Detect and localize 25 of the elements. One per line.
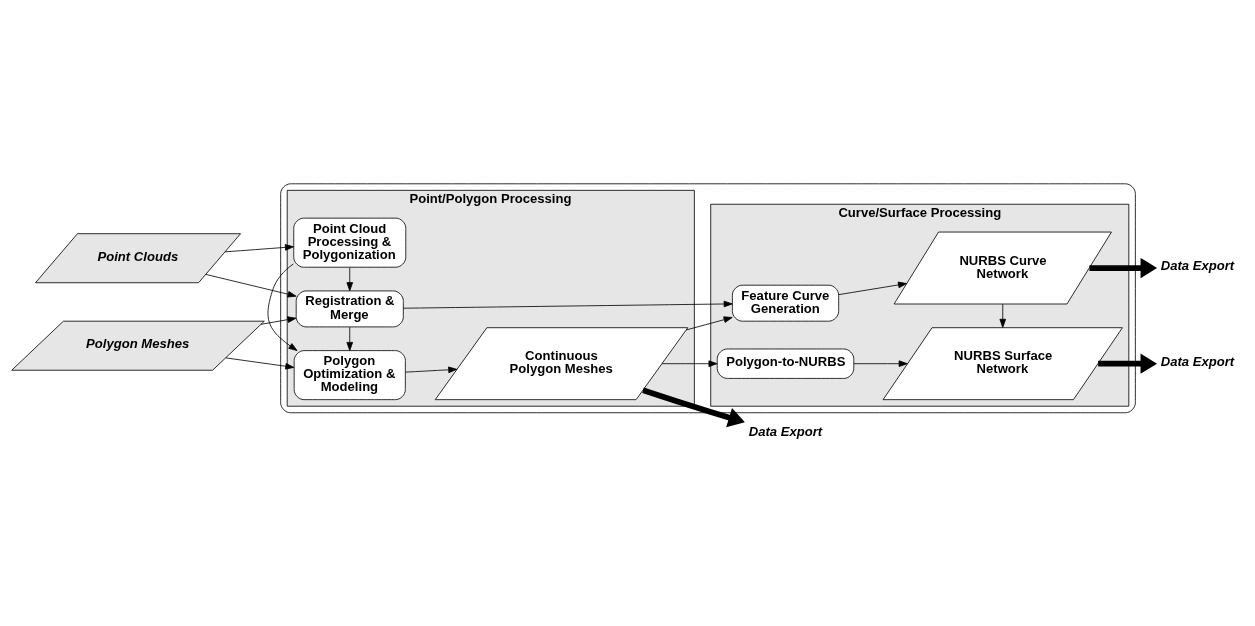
node-box: Point Cloud Processing & Polygonization bbox=[293, 217, 407, 268]
arrow bbox=[267, 263, 298, 351]
arrow bbox=[205, 274, 297, 298]
node-text: Data Export bbox=[1160, 353, 1235, 369]
arrow bbox=[853, 360, 908, 367]
cluster bbox=[280, 183, 1136, 414]
arrow bbox=[225, 357, 295, 370]
node-text: Data Export bbox=[1160, 258, 1235, 274]
arrow bbox=[661, 360, 718, 367]
node-text: Data Export bbox=[748, 424, 823, 440]
arrow bbox=[346, 326, 354, 351]
arrow bbox=[999, 303, 1007, 328]
node-box: Registration & Merge bbox=[295, 290, 404, 328]
node-box: Polygon-to-NURBS bbox=[716, 348, 855, 379]
arrow bbox=[685, 316, 733, 331]
node-box: Polygon Optimization & Modeling bbox=[293, 350, 406, 401]
arrow bbox=[1098, 353, 1158, 374]
arrow bbox=[838, 281, 908, 296]
arrow bbox=[224, 244, 294, 253]
arrow bbox=[1089, 257, 1158, 279]
arrow bbox=[402, 300, 733, 309]
arrow bbox=[260, 316, 297, 325]
node-box: Feature Curve Generation bbox=[731, 284, 840, 322]
arrow bbox=[346, 267, 354, 292]
arrow bbox=[405, 366, 458, 374]
